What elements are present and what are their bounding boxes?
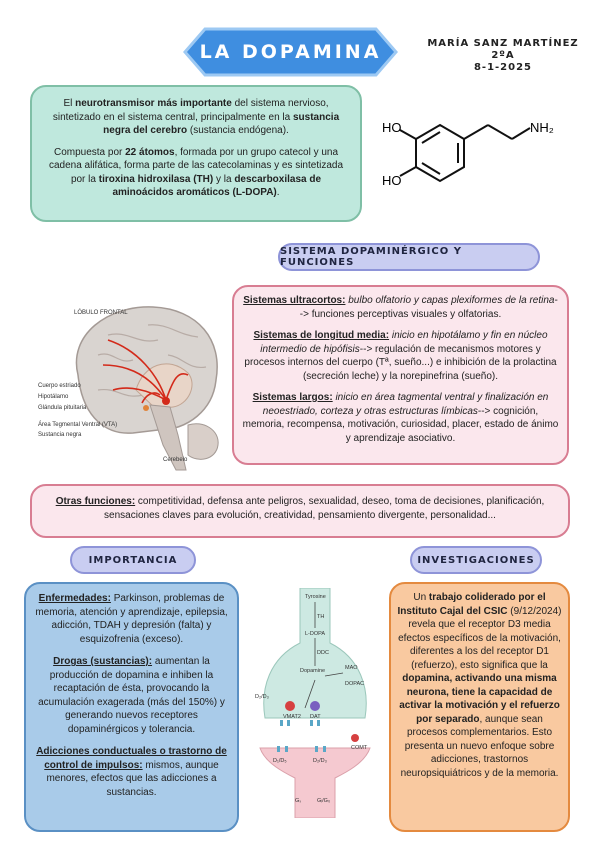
- author-date: 8-1-2025: [473, 62, 533, 73]
- author-name: MARÍA SANZ MARTÍNEZ 2ºA: [427, 38, 579, 61]
- text-run: (9/12/2024) revela que el receptor D3 me…: [398, 605, 562, 671]
- ho-bottom-label: HO: [382, 173, 402, 188]
- text-run: trabajo coliderado por el Instituto Caja…: [397, 592, 546, 617]
- text-run: Parkinson, problemas de memoria, atenció…: [35, 593, 228, 645]
- importancia-box: Enfermedades: Parkinson, problemas de me…: [24, 582, 239, 832]
- text-run: --> regulación de mecanismos motores y p…: [244, 343, 557, 382]
- synapse-label-dopamine: Dopamine: [300, 668, 326, 674]
- brain-label-area: Área Tegmental Ventral (VTA): [38, 422, 118, 428]
- text-run: inicio en área tagmental ventral y final…: [262, 392, 549, 417]
- brain-label-sustancia: Sustancia negra: [38, 432, 82, 438]
- text-run: competitividad, defensa ante peligros, s…: [104, 496, 545, 521]
- brain-label-hipotalamo: Hipotálamo: [38, 394, 69, 400]
- system-longitud-media: Sistemas de longitud media: inicio en hi…: [242, 329, 559, 383]
- synapse-label-dopac: DOPAC: [345, 681, 365, 687]
- text-run: descarboxilasa de aminoácidos aromáticos…: [112, 173, 322, 199]
- text-run: Sistemas ultracortos:: [243, 295, 346, 306]
- text-run: , formada por un grupo catecol y una cad…: [48, 146, 344, 185]
- intro-paragraph-1: El neurotransmisor más importante del si…: [42, 97, 350, 138]
- text-run: Adicciones conductuales o trastorno de c…: [36, 746, 227, 771]
- brain-label-lobulo: LÓBULO FRONTAL: [74, 310, 128, 316]
- text-run: del sistema nervioso, sintetizado en el …: [52, 98, 329, 123]
- text-run: Otras funciones:: [55, 496, 136, 507]
- text-run: y la: [213, 173, 235, 185]
- text-run: , aunque sean procesos complementarios. …: [400, 713, 559, 779]
- text-run: tiroxina hidroxilasa (TH): [98, 173, 214, 185]
- text-run: sustancia negra del cerebro: [103, 111, 340, 137]
- text-run: .: [276, 187, 280, 198]
- nh2-label: NH₂: [530, 120, 554, 135]
- page-title: LA DOPAMINA: [199, 41, 382, 63]
- text-run: --> funciones perceptivas visuales y olf…: [299, 295, 558, 320]
- importancia-drogas: Drogas (sustancias): aumentan la producc…: [34, 655, 229, 736]
- synapse-label-d2: D₂/D₃: [255, 694, 269, 700]
- section-pill-investigaciones: INVESTIGACIONES: [410, 546, 542, 574]
- text-run: El: [63, 98, 76, 109]
- synapse-label-gi: Gᵢ/G₀: [317, 798, 331, 804]
- text-run: 22 átomos: [125, 146, 175, 158]
- text-run: Drogas (sustancias):: [53, 656, 153, 667]
- synapse-illustration: Tyrosine TH L-DOPA DDC Dopamine MAO DOPA…: [255, 587, 375, 819]
- brain-label-cuerpo: Cuerpo estriado: [38, 383, 81, 389]
- text-run: neurotransmisor más importante: [75, 98, 232, 109]
- text-run: Sistemas de longitud media:: [253, 330, 390, 341]
- investigaciones-box: Un trabajo coliderado por el Instituto C…: [389, 582, 570, 832]
- systems-box: Sistemas ultracortos: bulbo olfatorio y …: [232, 285, 569, 465]
- title-banner: [183, 27, 398, 77]
- other-functions-box: Otras funciones: competitividad, defensa…: [30, 484, 570, 538]
- synapse-label-dat: DAT: [310, 714, 321, 720]
- synapse-drawing: [259, 587, 371, 819]
- intro-paragraph-2: Compuesta por 22 átomos, formada por un …: [42, 146, 350, 200]
- synapse-label-mao: MAO: [345, 665, 358, 671]
- synapse-label-d1d5: D₁/D₅: [273, 758, 287, 764]
- text-run: dopamina, activando una misma neurona, t…: [399, 673, 560, 725]
- brain-illustration: LÓBULO FRONTAL Cuerpo estriado Hipotálam…: [38, 295, 228, 475]
- synapse-label-ddc: DDC: [317, 650, 329, 656]
- text-run: Enfermedades:: [38, 593, 111, 604]
- importancia-enfermedades: Enfermedades: Parkinson, problemas de me…: [34, 592, 229, 646]
- ho-top-label: HO: [382, 120, 402, 135]
- brain-label-cerebelo: Cerebelo: [163, 457, 188, 463]
- importancia-adicciones: Adicciones conductuales o trastorno de c…: [34, 745, 229, 799]
- brain-label-glandula: Glándula pituitaria: [38, 405, 87, 411]
- section-pill-importancia: IMPORTANCIA: [70, 546, 196, 574]
- synapse-label-gs: Gₛ: [295, 798, 302, 804]
- author-block: MARÍA SANZ MARTÍNEZ 2ºA 8-1-2025: [418, 38, 588, 74]
- brain-drawing: [75, 306, 219, 471]
- dopamine-molecule: HO HO NH₂: [382, 120, 554, 188]
- text-run: --> cognición, memoria, recompensa, moti…: [242, 405, 559, 444]
- text-run: mismos, aunque menores, efectos que las …: [46, 759, 219, 798]
- intro-box: El neurotransmisor más importante del si…: [30, 85, 362, 222]
- text-run: bulbo olfatorio y capas plexiformes de l…: [345, 295, 555, 306]
- text-run: Un: [413, 592, 429, 603]
- synapse-label-th: TH: [317, 614, 325, 620]
- text-run: (sustancia endógena).: [187, 125, 289, 136]
- synapse-label-vmat: VMAT2: [283, 714, 301, 720]
- synapse-label-tyrosine: Tyrosine: [305, 594, 326, 600]
- system-ultracortos: Sistemas ultracortos: bulbo olfatorio y …: [242, 294, 559, 321]
- text-run: aumentan la producción de dopamina e inh…: [38, 656, 225, 735]
- section-pill-sistema: SISTEMA DOPAMINÉRGICO Y FUNCIONES: [278, 243, 540, 271]
- synapse-label-comt: COMT: [351, 745, 368, 751]
- system-largos: Sistemas largos: inicio en área tagmenta…: [242, 391, 559, 445]
- text-run: Compuesta por: [53, 146, 126, 158]
- synapse-label-d2d3: D₂/D₃: [313, 758, 327, 764]
- text-run: inicio en hipotálamo y fin en núcleo int…: [260, 330, 548, 355]
- synapse-label-ldopa: L-DOPA: [305, 631, 326, 637]
- text-run: Sistemas largos:: [252, 392, 333, 403]
